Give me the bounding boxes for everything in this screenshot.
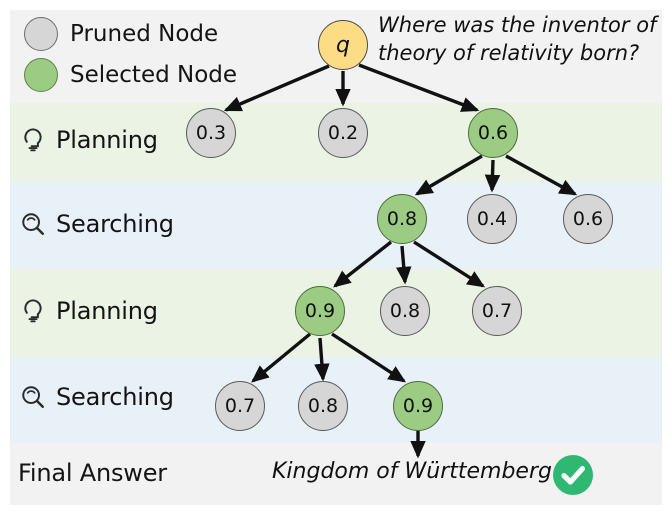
row-label-text: Planning bbox=[56, 126, 158, 154]
legend-label-selected: Selected Node bbox=[70, 62, 238, 88]
question-text: Where was the inventor of theory of rela… bbox=[378, 13, 657, 65]
tree-node-value: 0.7 bbox=[481, 300, 513, 322]
tree-node-l3-1[interactable]: 0.8 bbox=[298, 381, 348, 431]
lightbulb-icon bbox=[24, 299, 42, 323]
tree-node-value: 0.7 bbox=[224, 395, 256, 417]
root-node-label: q bbox=[336, 32, 350, 58]
tree-node-l3-0[interactable]: 0.7 bbox=[215, 381, 265, 431]
tree-node-value: 0.8 bbox=[389, 300, 421, 322]
tree-node-value: 0.8 bbox=[307, 395, 339, 417]
root-node[interactable]: q bbox=[318, 20, 368, 70]
row-label-text: Final Answer bbox=[18, 459, 167, 487]
tree-node-l1-0[interactable]: 0.8 bbox=[377, 194, 427, 244]
tree-node-l0-0[interactable]: 0.3 bbox=[186, 108, 236, 158]
legend-item-pruned: Pruned Node bbox=[24, 17, 218, 51]
tree-node-value: 0.3 bbox=[195, 122, 227, 144]
tree-node-l2-0[interactable]: 0.9 bbox=[295, 286, 345, 336]
tree-node-value: 0.6 bbox=[572, 208, 604, 230]
tree-node-value: 0.4 bbox=[476, 208, 508, 230]
tree-node-l1-2[interactable]: 0.6 bbox=[563, 194, 613, 244]
tree-node-value: 0.9 bbox=[304, 300, 336, 322]
tree-node-value: 0.6 bbox=[477, 122, 509, 144]
row-label-final-answer: Final Answer bbox=[18, 459, 167, 487]
tree-node-l0-1[interactable]: 0.2 bbox=[318, 108, 368, 158]
tree-node-l1-1[interactable]: 0.4 bbox=[467, 194, 517, 244]
row-label-searching-2: Searching bbox=[18, 382, 174, 412]
check-circle-icon bbox=[553, 455, 593, 495]
lightbulb-icon bbox=[24, 128, 42, 152]
row-label-text: Planning bbox=[56, 297, 158, 325]
row-label-planning-2: Planning bbox=[18, 296, 158, 326]
magnifying-glass-icon bbox=[22, 213, 44, 235]
tree-node-value: 0.2 bbox=[327, 122, 359, 144]
pruned-node-swatch-icon bbox=[24, 17, 58, 51]
row-label-searching-1: Searching bbox=[18, 209, 174, 239]
magnifying-glass-icon bbox=[22, 386, 44, 408]
final-answer-text: Kingdom of Württemberg bbox=[272, 459, 552, 484]
legend-item-selected: Selected Node bbox=[24, 58, 237, 92]
row-label-text: Searching bbox=[56, 210, 174, 238]
row-label-text: Searching bbox=[56, 383, 174, 411]
row-label-planning-1: Planning bbox=[18, 125, 158, 155]
tree-node-l0-2[interactable]: 0.6 bbox=[468, 108, 518, 158]
tree-node-value: 0.9 bbox=[402, 395, 434, 417]
tree-node-value: 0.8 bbox=[386, 208, 418, 230]
tree-node-l2-2[interactable]: 0.7 bbox=[472, 286, 522, 336]
tree-node-l3-2[interactable]: 0.9 bbox=[393, 381, 443, 431]
legend-label-pruned: Pruned Node bbox=[70, 21, 219, 47]
tree-node-l2-1[interactable]: 0.8 bbox=[380, 286, 430, 336]
selected-node-swatch-icon bbox=[24, 58, 58, 92]
